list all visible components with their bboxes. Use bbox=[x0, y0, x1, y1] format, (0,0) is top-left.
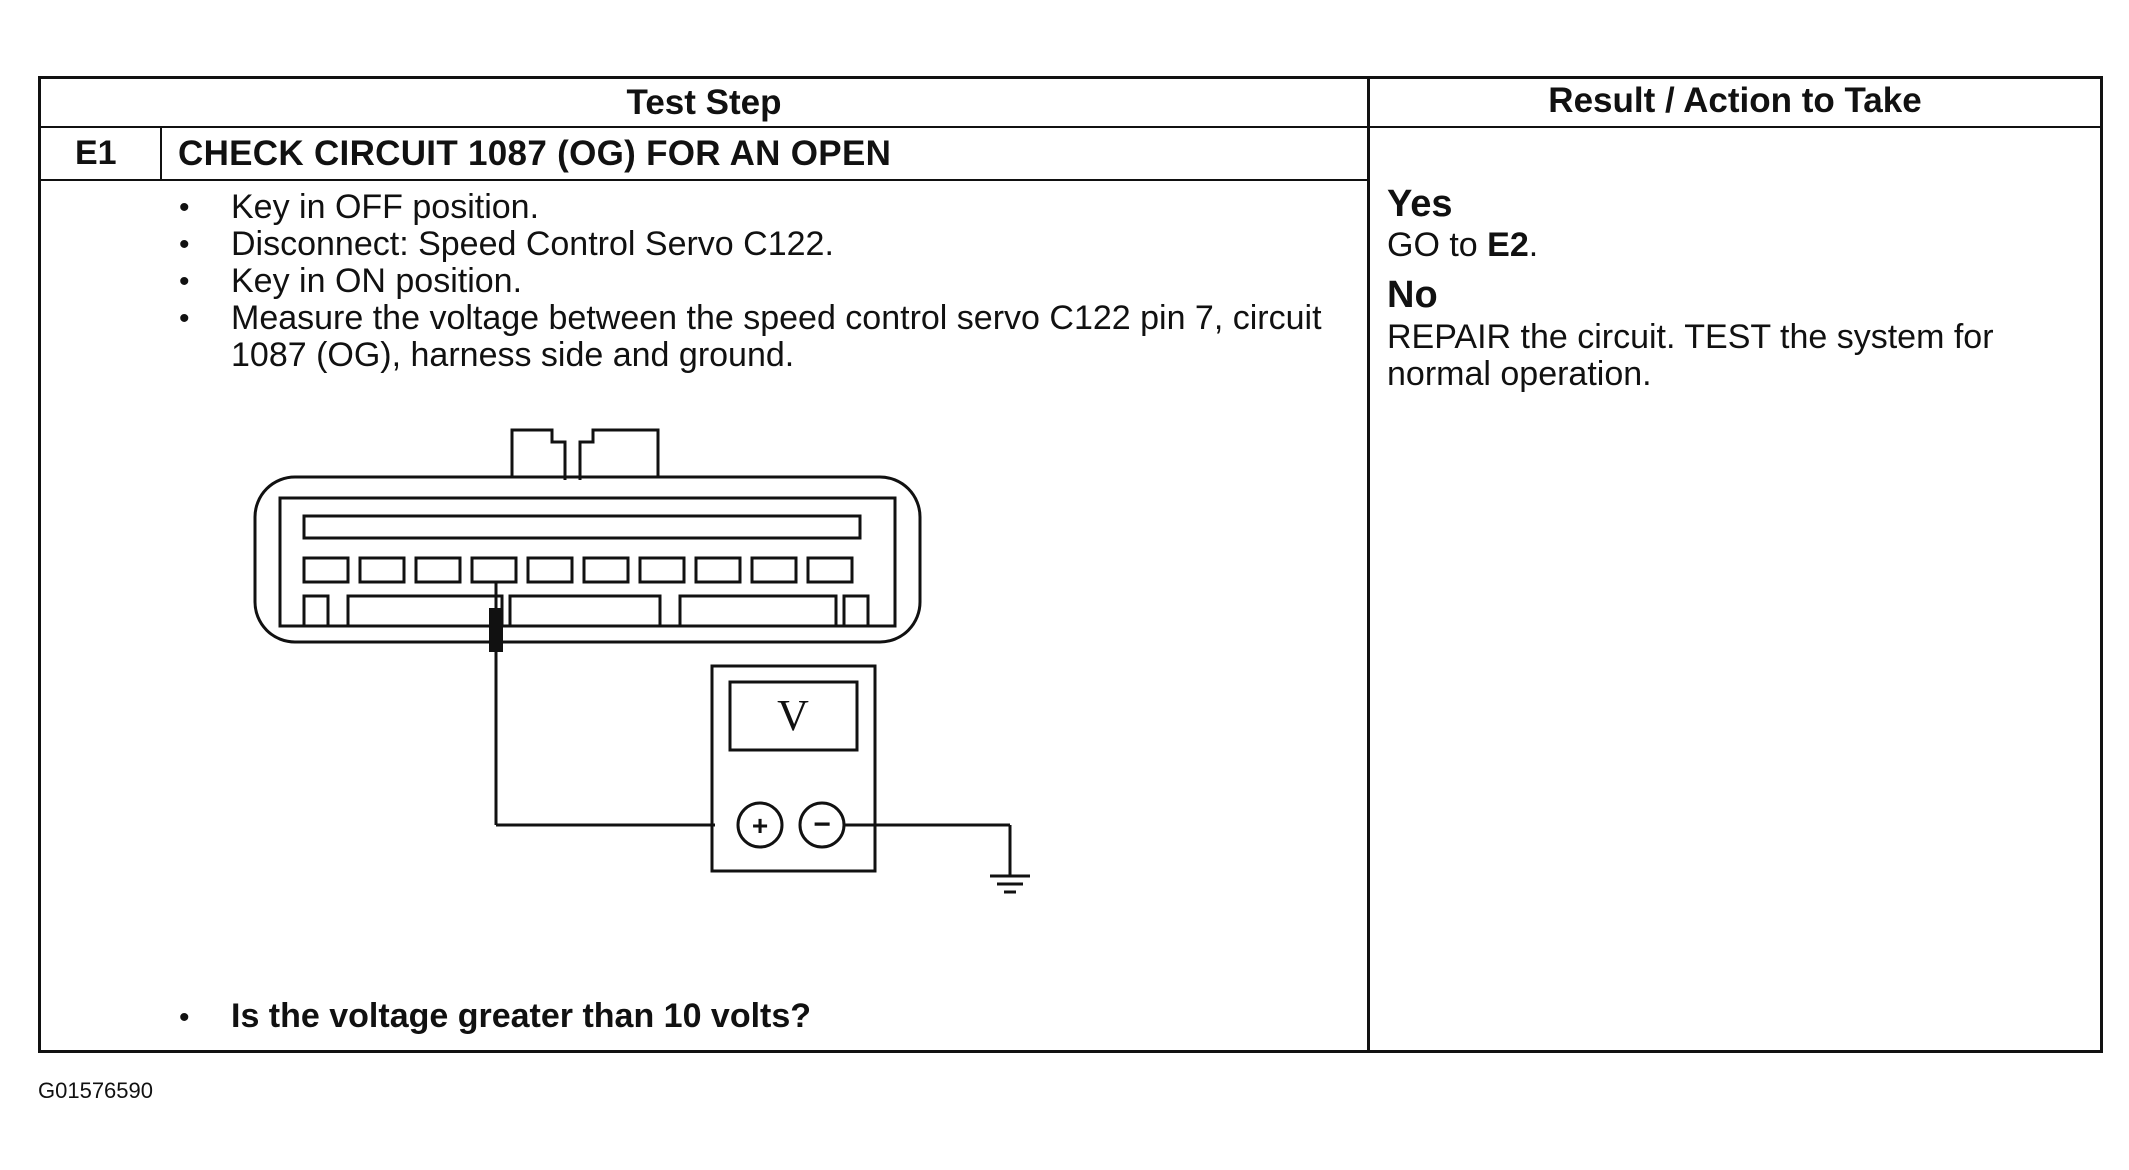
instruction-item: •Measure the voltage between the speed c… bbox=[179, 299, 1322, 374]
connector-pin-row bbox=[302, 556, 854, 584]
result-no-text: REPAIR the circuit. TEST the system for … bbox=[1387, 318, 1994, 393]
voltmeter-body bbox=[710, 664, 877, 873]
voltmeter-label: V bbox=[777, 691, 809, 740]
minus-symbol: − bbox=[813, 808, 831, 841]
plus-symbol: + bbox=[752, 810, 768, 841]
bullet-icon: • bbox=[179, 1001, 190, 1034]
bullet-icon: • bbox=[179, 302, 190, 335]
next-step-ref: E2 bbox=[1487, 226, 1529, 264]
step-id: E1 bbox=[75, 134, 117, 172]
bullet-icon: • bbox=[179, 191, 190, 224]
connector-voltmeter-diagram: V + − bbox=[253, 428, 1030, 894]
connector-body bbox=[253, 475, 922, 644]
step-instructions: •Key in OFF position. •Disconnect: Speed… bbox=[179, 188, 1351, 374]
probe-tip bbox=[489, 608, 503, 652]
bullet-icon: • bbox=[179, 265, 190, 298]
result-no-label: No bbox=[1387, 274, 1438, 316]
connector-inner-frame bbox=[278, 496, 897, 628]
header-divider bbox=[41, 126, 2100, 128]
plus-terminal bbox=[736, 801, 784, 849]
instruction-item: •Key in ON position. bbox=[179, 262, 523, 300]
instruction-item: •Disconnect: Speed Control Servo C122. bbox=[179, 225, 834, 263]
column-divider bbox=[1367, 79, 1370, 1050]
connector-bottom-ribs bbox=[302, 594, 870, 626]
figure-id: G01576590 bbox=[38, 1078, 153, 1103]
connector-lock-tab bbox=[510, 428, 660, 480]
result-yes-label: Yes bbox=[1387, 183, 1453, 225]
step-title: CHECK CIRCUIT 1087 (OG) FOR AN OPEN bbox=[178, 134, 892, 173]
test-step-table: Test Step Result / Action to Take E1 CHE… bbox=[38, 76, 2103, 1053]
step-title-divider bbox=[41, 179, 1368, 181]
instruction-item: •Key in OFF position. bbox=[179, 188, 540, 226]
connector-top-slot bbox=[302, 514, 862, 540]
step-question: •Is the voltage greater than 10 volts? bbox=[179, 997, 812, 1035]
header-result-action: Result / Action to Take bbox=[1548, 81, 1922, 120]
header-test-step: Test Step bbox=[626, 83, 782, 122]
result-yes-text: GO to E2. bbox=[1387, 226, 1539, 264]
step-id-divider bbox=[160, 126, 162, 181]
voltmeter-display bbox=[728, 680, 859, 752]
bullet-icon: • bbox=[179, 228, 190, 261]
